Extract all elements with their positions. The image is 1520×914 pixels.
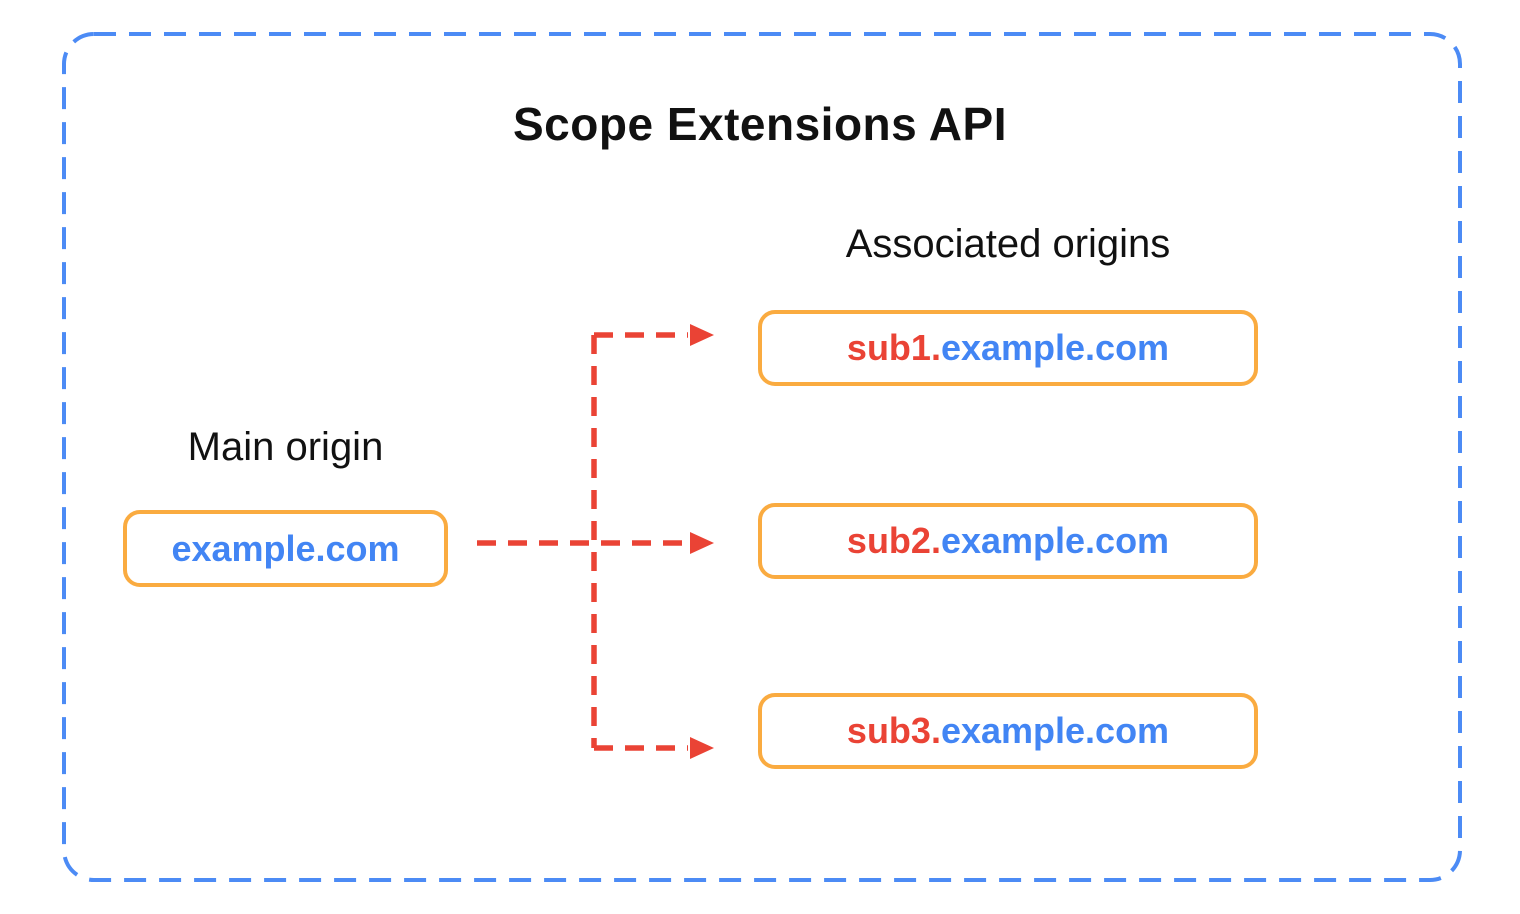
arrowhead-to-sub3-icon: [690, 737, 714, 759]
main-origin-label: Main origin: [187, 425, 384, 469]
connector-arrows: [477, 324, 714, 759]
sub3-prefix: sub3.: [846, 710, 941, 751]
arrowhead-to-sub1-icon: [690, 324, 714, 346]
associated-origins-label: Associated origins: [845, 222, 1171, 266]
sub2-suffix: example.com: [940, 520, 1170, 561]
sub1-prefix: sub1.: [846, 327, 941, 368]
sub1-suffix: example.com: [940, 327, 1170, 368]
main-origin-domain: example.com: [171, 527, 400, 569]
associated-origin-node-sub1: sub1.example.com: [758, 310, 1258, 386]
sub2-prefix: sub2.: [846, 520, 941, 561]
diagram-title: Scope Extensions API: [513, 98, 1007, 150]
associated-origin-node-sub3: sub3.example.com: [758, 693, 1258, 769]
outer-dashed-border: [62, 32, 1462, 882]
associated-origin-node-sub2: sub2.example.com: [758, 503, 1258, 579]
main-origin-node: example.com: [123, 510, 448, 587]
sub3-suffix: example.com: [940, 710, 1170, 751]
arrowhead-to-sub2-icon: [690, 532, 714, 554]
